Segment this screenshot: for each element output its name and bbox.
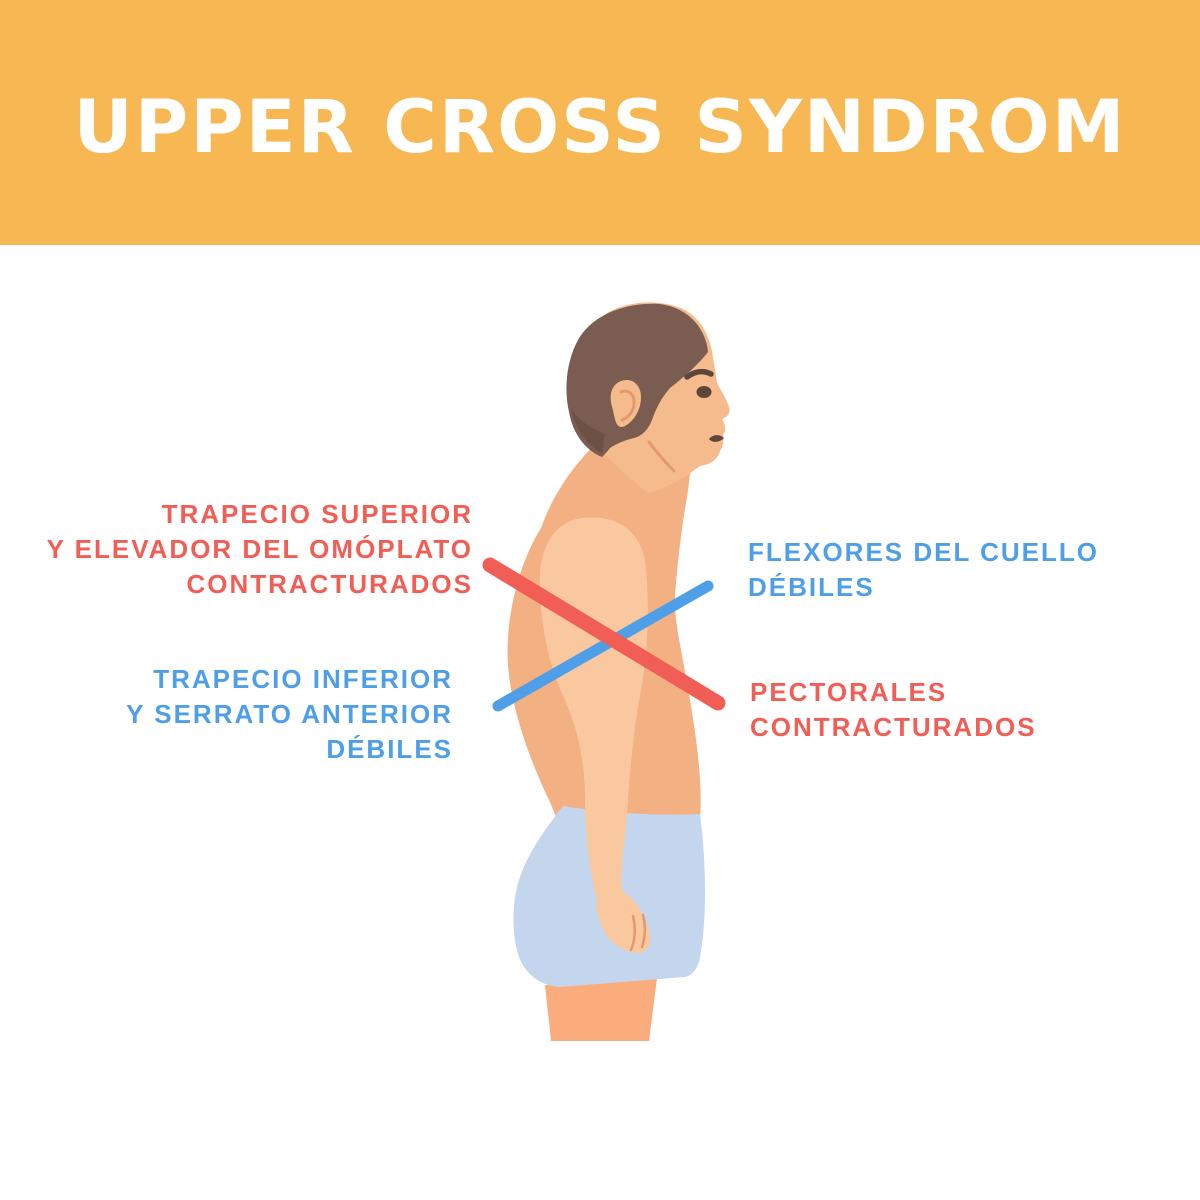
ear-inner-line — [619, 389, 636, 422]
blue-cross-line — [492, 580, 714, 712]
red-cross-line — [482, 557, 726, 711]
header-band: UPPER CROSS SYNDROM — [0, 0, 1200, 245]
label-trapecio-inferior: TRAPECIO INFERIOR Y SERRATO ANTERIOR DÉB… — [126, 664, 453, 764]
man-mouth — [709, 435, 724, 442]
page-title: UPPER CROSS SYNDROM — [73, 85, 1127, 170]
label-trapecio-superior: TRAPECIO SUPERIOR Y ELEVADOR DEL OMÓPLAT… — [46, 499, 473, 599]
label-flexores-cuello: FLEXORES DEL CUELLO DÉBILES — [748, 537, 1099, 602]
man-hair — [566, 303, 708, 457]
man-eyebrow — [684, 368, 714, 380]
man-hand — [596, 889, 651, 954]
hand-finger-lines — [629, 913, 647, 952]
man-ear — [610, 379, 641, 427]
jaw-crease-line — [647, 440, 676, 473]
man-leg — [545, 978, 657, 1041]
label-pectorales: PECTORALES CONTRACTURADOS — [750, 677, 1037, 742]
man-hair-shadow — [571, 408, 605, 453]
man-eye — [696, 386, 712, 398]
